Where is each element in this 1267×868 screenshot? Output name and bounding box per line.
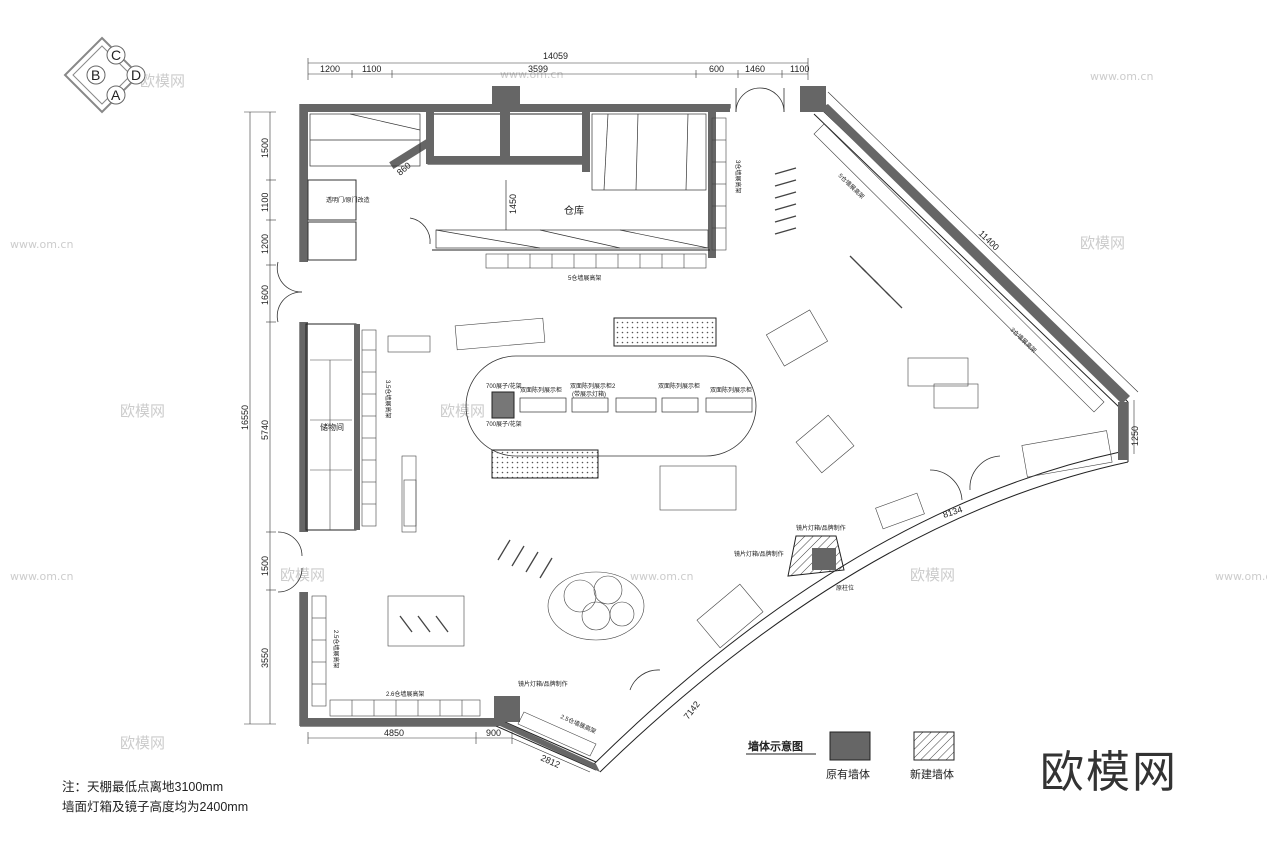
legend-swatch-existing xyxy=(829,731,871,761)
svg-text:2.5仓墙展高架: 2.5仓墙展高架 xyxy=(559,713,597,736)
svg-text:(带展示灯箱): (带展示灯箱) xyxy=(572,390,606,398)
dim-left-total: 16550 xyxy=(240,405,250,430)
svg-text:镜片灯箱/品牌制作: 镜片灯箱/品牌制作 xyxy=(734,550,784,558)
dim-top-total: 14059 xyxy=(543,51,568,61)
svg-text:欧模网: 欧模网 xyxy=(280,566,325,584)
svg-text:3550: 3550 xyxy=(260,648,270,668)
note-line2: 墙面灯箱及镜子高度均为2400mm xyxy=(62,800,249,814)
svg-text:1450: 1450 xyxy=(508,194,518,214)
central-island: 700展子/花架 700展子/花架 双面陈列展示柜 双面陈列展示柜2 (带展示灯… xyxy=(465,317,757,479)
svg-text:5仓墙展高架: 5仓墙展高架 xyxy=(568,274,601,282)
svg-text:www.om.cn: www.om.cn xyxy=(1090,70,1153,83)
svg-text:欧模网: 欧模网 xyxy=(140,72,185,90)
svg-text:600: 600 xyxy=(709,64,724,74)
svg-text:www.om.cn: www.om.cn xyxy=(630,570,693,583)
svg-text:900: 900 xyxy=(486,728,501,738)
svg-text:2.6仓墙展高架: 2.6仓墙展高架 xyxy=(386,690,424,698)
svg-text:2.5仓墙展高架: 2.5仓墙展高架 xyxy=(332,630,340,668)
existing-walls xyxy=(300,86,1130,772)
doors xyxy=(276,87,1001,691)
svg-text:4850: 4850 xyxy=(384,728,404,738)
svg-text:欧模网: 欧模网 xyxy=(440,402,485,420)
pillar xyxy=(787,535,845,577)
svg-text:镜片灯箱/品牌制作: 镜片灯箱/品牌制作 xyxy=(518,680,568,688)
svg-text:双面陈列展示柜: 双面陈列展示柜 xyxy=(710,386,752,394)
svg-text:1500: 1500 xyxy=(260,556,270,576)
svg-text:2812: 2812 xyxy=(539,753,561,770)
svg-text:欧模网: 欧模网 xyxy=(1080,234,1125,252)
svg-text:1100: 1100 xyxy=(790,64,809,74)
svg-text:1600: 1600 xyxy=(260,285,270,305)
diagonal-shelves xyxy=(813,123,1105,413)
svg-text:双面陈列展示柜: 双面陈列展示柜 xyxy=(658,382,700,390)
legend-swatch-new xyxy=(913,731,955,761)
svg-text:www.om.cn: www.om.cn xyxy=(10,238,73,251)
svg-text:欧模网: 欧模网 xyxy=(910,566,955,584)
svg-text:5仓墙展高架: 5仓墙展高架 xyxy=(837,172,867,201)
furniture xyxy=(387,309,1113,649)
svg-text:5740: 5740 xyxy=(260,420,270,440)
svg-text:A: A xyxy=(111,87,121,103)
svg-text:www.om.cn: www.om.cn xyxy=(500,68,563,81)
svg-text:3.5仓墙展高架: 3.5仓墙展高架 xyxy=(384,380,392,418)
svg-text:3599: 3599 xyxy=(528,64,548,74)
svg-text:双面陈列展示柜2: 双面陈列展示柜2 xyxy=(570,382,616,390)
hatch-marks xyxy=(399,167,903,633)
svg-text:透明门/原门改造: 透明门/原门改造 xyxy=(326,196,370,204)
svg-text:1100: 1100 xyxy=(362,64,381,74)
svg-text:原柱位: 原柱位 xyxy=(836,584,854,592)
legend-title: 墙体示意图 xyxy=(748,739,803,753)
svg-text:3仓墙展高架: 3仓墙展高架 xyxy=(1009,326,1039,355)
svg-text:3仓墙展高架: 3仓墙展高架 xyxy=(734,160,742,193)
left-storage-room: 储物间 3.5仓墙展高架 xyxy=(305,323,392,531)
svg-text:700展子/花架: 700展子/花架 xyxy=(486,420,522,428)
svg-text:1500: 1500 xyxy=(260,138,270,158)
svg-text:储物间: 储物间 xyxy=(320,422,344,432)
warehouse-room: 仓库 1450 860 透明门/原门改造 5仓墙展高架 3仓墙展高架 xyxy=(307,112,742,282)
cbda-logo: C B D A xyxy=(63,36,146,114)
svg-text:www.om.cn: www.om.cn xyxy=(1215,570,1267,583)
svg-text:700展子/花架: 700展子/花架 xyxy=(486,382,522,390)
top-dimensions xyxy=(307,58,809,80)
watermarks: 欧模网 欧模网 欧模网 欧模网 欧模网 欧模网 欧模网 www.om.cn ww… xyxy=(10,68,1267,752)
wall-legend: 墙体示意图 原有墙体 新建墙体 xyxy=(746,731,955,781)
svg-text:镜片灯箱/品牌制作: 镜片灯箱/品牌制作 xyxy=(796,524,846,532)
legend-existing: 原有墙体 xyxy=(826,767,870,781)
dim-diag-right: 11400 xyxy=(977,228,1001,252)
svg-text:1200: 1200 xyxy=(320,64,340,74)
warehouse-label: 仓库 xyxy=(564,204,584,217)
svg-text:双面陈列展示柜: 双面陈列展示柜 xyxy=(520,386,562,394)
svg-text:B: B xyxy=(91,67,100,83)
svg-text:C: C xyxy=(111,47,121,63)
svg-text:www.om.cn: www.om.cn xyxy=(10,570,73,583)
svg-text:1250: 1250 xyxy=(1130,426,1140,446)
svg-text:欧模网: 欧模网 xyxy=(120,402,165,420)
svg-text:1100: 1100 xyxy=(260,193,270,212)
svg-text:D: D xyxy=(131,67,141,83)
note-line1: 注：天棚最低点离地3100mm xyxy=(62,780,224,794)
svg-text:1460: 1460 xyxy=(745,64,765,74)
svg-text:7142: 7142 xyxy=(682,699,702,721)
svg-text:欧模网: 欧模网 xyxy=(120,734,165,752)
lower-left-shelves xyxy=(311,595,481,717)
left-dimensions xyxy=(244,111,276,725)
svg-text:1200: 1200 xyxy=(260,234,270,254)
legend-new: 新建墙体 xyxy=(910,767,954,781)
brand-watermark: 欧模网 xyxy=(1040,747,1178,798)
bottom-dimensions xyxy=(307,732,591,773)
